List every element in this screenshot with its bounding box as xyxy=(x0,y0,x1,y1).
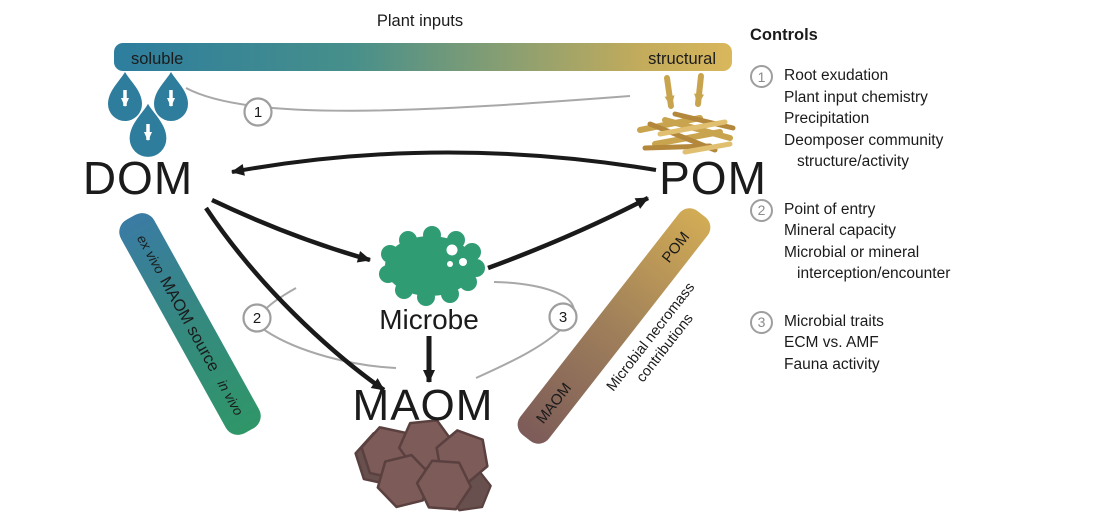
microbe-vacuole-dot xyxy=(459,258,467,266)
svg-text:2: 2 xyxy=(253,310,261,327)
plant-input-gradient-bar xyxy=(114,43,732,71)
structural-label: structural xyxy=(648,50,716,68)
control-line: Microbial traits xyxy=(784,312,884,330)
plant-inputs-label: Plant inputs xyxy=(377,12,463,30)
control-line: Precipitation xyxy=(784,110,870,127)
control-line: ECM vs. AMF xyxy=(784,334,879,351)
maom-source-bar: ex vivo MAOM source in vivo xyxy=(119,213,261,435)
controls-group-2: 2 Point of entry Mineral capacity Microb… xyxy=(750,198,1095,285)
maom-label: MAOM xyxy=(353,381,494,430)
mineral-icon xyxy=(354,419,492,512)
control-line: structure/activity xyxy=(797,153,909,170)
control-badge-2: 2 xyxy=(750,198,773,222)
control-line: Microbial or mineral xyxy=(784,243,920,261)
control-1-connector-line xyxy=(185,87,631,112)
necromass-bar: POM MAOM Microbial necromass contributio… xyxy=(517,208,711,444)
pom-label: POM xyxy=(659,152,767,204)
litter-icon xyxy=(637,73,736,155)
arrow-dom-to-maom xyxy=(204,206,386,392)
arrow-microbe-to-pom xyxy=(487,196,650,271)
marker-circle-1: 1 xyxy=(243,97,273,127)
controls-heading: Controls xyxy=(750,26,818,44)
arrow-dom-to-microbe xyxy=(211,197,371,263)
litter-down-arrow-icon xyxy=(664,75,675,109)
soluble-label: soluble xyxy=(131,50,183,68)
droplets-icon xyxy=(108,72,188,157)
microbe-vacuole-dot xyxy=(447,261,453,267)
control-line: Mineral capacity xyxy=(784,222,896,239)
control-line: Plant input chemistry xyxy=(784,88,928,106)
control-line: interception/encounter xyxy=(797,265,951,282)
control-2-connector-line xyxy=(258,287,397,369)
control-badge-3: 3 xyxy=(750,310,773,334)
dom-label: DOM xyxy=(83,152,193,204)
controls-group-1: 1 Root exudation Plant input chemistry P… xyxy=(750,65,1095,173)
microbe-icon xyxy=(379,226,485,306)
svg-text:3: 3 xyxy=(559,309,567,326)
control-line: Point of entry xyxy=(784,200,876,218)
controls-panel: Controls 1 Root exudation Plant input ch… xyxy=(750,26,1095,401)
microbe-label: Microbe xyxy=(379,304,479,335)
control-line: Deomposer community xyxy=(784,131,944,149)
control-line: Fauna activity xyxy=(784,355,880,373)
control-line: Root exudation xyxy=(784,67,889,84)
controls-group-3: 3 Microbial traits ECM vs. AMF Fauna act… xyxy=(750,310,1095,376)
marker-circle-2: 2 xyxy=(242,303,272,333)
litter-down-arrow-icon xyxy=(694,73,705,107)
marker-circle-3: 3 xyxy=(548,302,578,332)
microbe-vacuole-dot xyxy=(446,244,458,256)
arrow-pom-to-dom xyxy=(231,150,657,176)
svg-text:1: 1 xyxy=(254,104,262,121)
control-badge-1: 1 xyxy=(750,65,773,88)
